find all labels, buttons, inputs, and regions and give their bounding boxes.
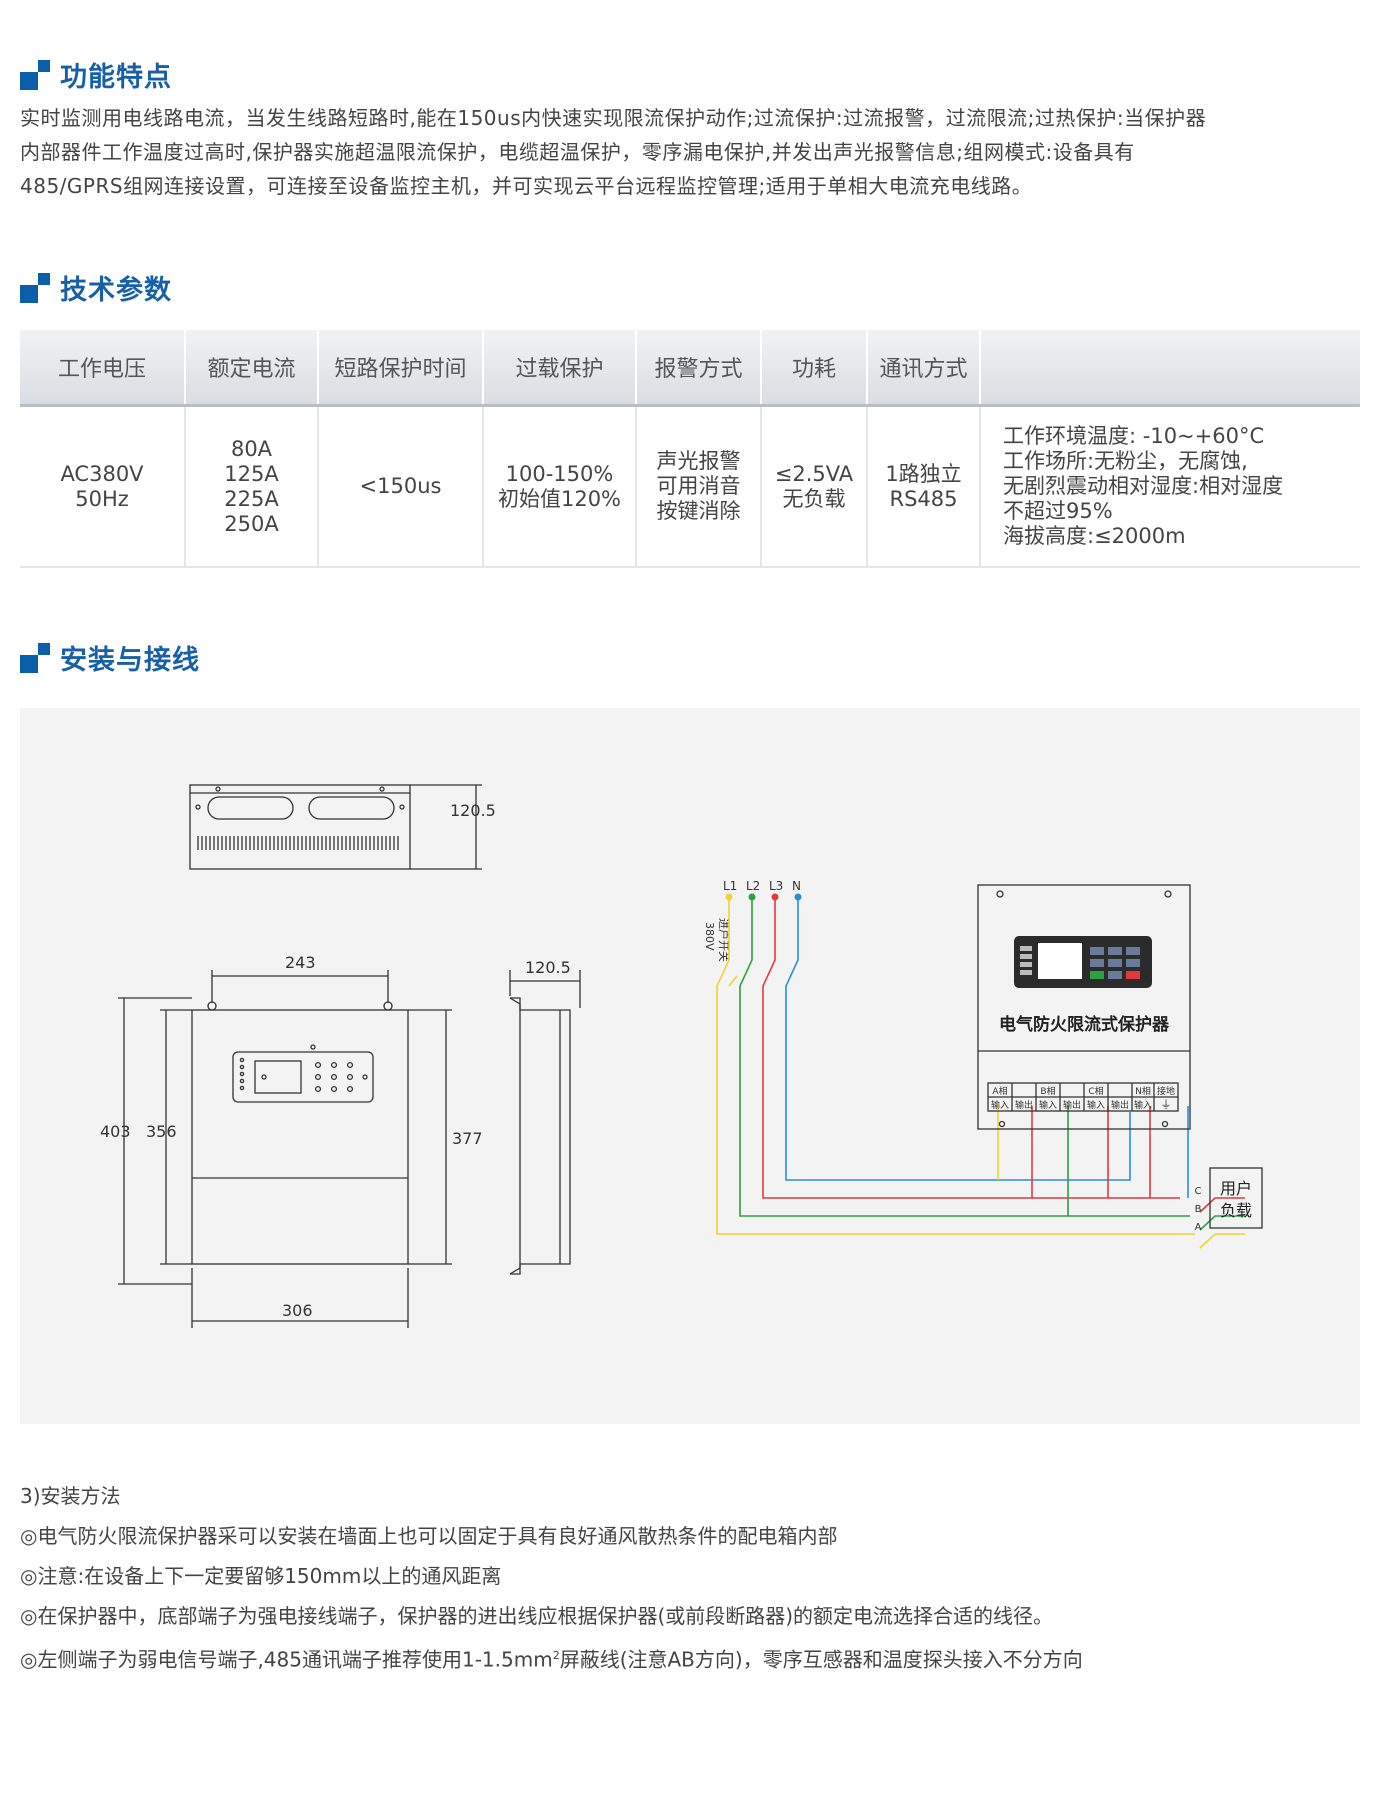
install-item: ◎注意:在设备上下一定要留够150mm以上的通风距离 [20, 1564, 502, 1588]
terminal-group-ground: 接地 [1157, 1085, 1175, 1097]
spec-cell: 80A 125A 225A 250A [185, 405, 319, 568]
line-label-l3: L3 [769, 879, 783, 893]
terminal-io: 输入 [1134, 1099, 1152, 1111]
terminal-io: 输入 [1087, 1099, 1105, 1111]
install-method-title: 3)安装方法 [20, 1484, 121, 1508]
phase-label-b: B [1195, 1204, 1202, 1215]
spec-table: 工作电压 额定电流 短路保护时间 过载保护 报警方式 功耗 通讯方式 AC380… [20, 330, 1360, 568]
spec-cell-environment: 工作环境温度: -10~+60°C 工作场所:无粉尘，无腐蚀, 无剧烈震动相对湿… [980, 405, 1360, 568]
ground-icon: ⏚ [1161, 1098, 1172, 1111]
install-method-list: 3)安装方法 ◎电气防火限流保护器采可以安装在墙面上也可以固定于具有良好通风散热… [20, 1476, 1083, 1680]
spec-data-row: AC380V 50Hz 80A 125A 225A 250A <150us 10… [20, 405, 1360, 568]
dim-h377: 377 [452, 1129, 483, 1148]
spec-header: 额定电流 [185, 330, 319, 407]
specs-title: 技术参数 [60, 275, 172, 306]
spec-header: 工作电压 [20, 330, 186, 407]
dim-h356: 356 [146, 1122, 177, 1141]
dim-width-243: 243 [285, 953, 316, 972]
terminal-io: 输入 [1039, 1099, 1057, 1111]
spec-header-row: 工作电压 额定电流 短路保护时间 过载保护 报警方式 功耗 通讯方式 [20, 330, 1360, 407]
dim-h403: 403 [100, 1122, 131, 1141]
spec-cell: 声光报警 可用消音 按键消除 [636, 405, 762, 568]
device-front-view [118, 970, 452, 1328]
device-name-label: 电气防火限流式保护器 [999, 1014, 1170, 1035]
terminal-group-n: N相 [1135, 1085, 1151, 1097]
spec-cell: 1路独立 RS485 [867, 405, 981, 568]
spec-cell: ≤2.5VA 无负载 [761, 405, 868, 568]
spec-header: 通讯方式 [867, 330, 981, 407]
phase-label-c: C [1195, 1186, 1202, 1197]
device-top-view [189, 784, 482, 870]
section-title-install: 安装与接线 [20, 638, 200, 677]
superscript: 2 [552, 1649, 560, 1662]
terminal-io: 输出 [1063, 1099, 1081, 1111]
features-line: 实时监测用电线路电流，当发生线路短路时,能在150us内快速实现限流保护动作;过… [20, 106, 1207, 130]
install-item-last: ◎左侧端子为弱电信号端子,485通讯端子推荐使用1-1.5mm2屏蔽线(注意AB… [20, 1636, 1083, 1680]
terminal-group-b: B相 [1040, 1085, 1055, 1097]
spec-header: 短路保护时间 [318, 330, 484, 407]
dim-w306: 306 [282, 1301, 313, 1320]
features-title: 功能特点 [60, 62, 172, 93]
load-label-2: 负载 [1220, 1201, 1252, 1220]
dim-side-depth: 120.5 [525, 958, 571, 977]
terminal-io: 输出 [1015, 1099, 1033, 1111]
features-line: 485/GPRS组网连接设置，可连接至设备监控主机，并可实现云平台远程监控管理;… [20, 174, 1033, 198]
square-bullet-icon [20, 59, 50, 90]
spec-header [980, 330, 1360, 407]
square-bullet-icon [20, 272, 50, 303]
section-title-specs: 技术参数 [20, 268, 172, 307]
line-label-l1: L1 [723, 879, 737, 893]
install-title: 安装与接线 [60, 645, 200, 676]
install-item-text: ◎左侧端子为弱电信号端子,485通讯端子推荐使用1-1.5mm [20, 1647, 553, 1672]
load-label-1: 用户 [1220, 1179, 1252, 1198]
wiring-diagram: L1 L2 L3 N 进户开关 380V [703, 879, 1263, 1249]
installation-diagram: 120.5 243 120.5 403 356 377 306 L1 L2 L3… [20, 708, 1360, 1424]
spec-cell: 100-150% 初始值120% [483, 405, 637, 568]
install-item: ◎电气防火限流保护器采可以安装在墙面上也可以固定于具有良好通风散热条件的配电箱内… [20, 1524, 838, 1548]
square-bullet-icon [20, 642, 50, 673]
terminal-group-c: C相 [1088, 1085, 1103, 1097]
section-title-features: 功能特点 [20, 55, 172, 94]
spec-header: 功耗 [761, 330, 868, 407]
spec-header: 过载保护 [483, 330, 637, 407]
spec-header: 报警方式 [636, 330, 762, 407]
spec-cell: AC380V 50Hz [20, 405, 186, 568]
dim-top-height: 120.5 [450, 801, 496, 820]
device-side-view [509, 970, 581, 1275]
terminal-io: 输出 [1111, 1099, 1129, 1111]
phase-label-a: A [1195, 1222, 1202, 1233]
spec-cell: <150us [318, 405, 484, 568]
switch-label: 进户开关 [717, 918, 731, 962]
terminal-io: 输入 [991, 1099, 1009, 1111]
voltage-label: 380V [703, 922, 716, 951]
line-label-n: N [792, 879, 801, 893]
features-line: 内部器件工作温度过高时,保护器实施超温限流保护，电缆超温保护，零序漏电保护,并发… [20, 140, 1135, 164]
install-item: ◎在保护器中，底部端子为强电接线端子，保护器的进出线应根据保护器(或前段断路器)… [20, 1604, 1054, 1628]
line-label-l2: L2 [746, 879, 760, 893]
features-paragraph: 实时监测用电线路电流，当发生线路短路时,能在150us内快速实现限流保护动作;过… [20, 101, 1360, 203]
diagram-svg: 120.5 243 120.5 403 356 377 306 L1 L2 L3… [100, 784, 1263, 1328]
install-item-text: 屏蔽线(注意AB方向)，零序互感器和温度探头接入不分方向 [559, 1647, 1083, 1672]
terminal-group-a: A相 [992, 1085, 1007, 1097]
